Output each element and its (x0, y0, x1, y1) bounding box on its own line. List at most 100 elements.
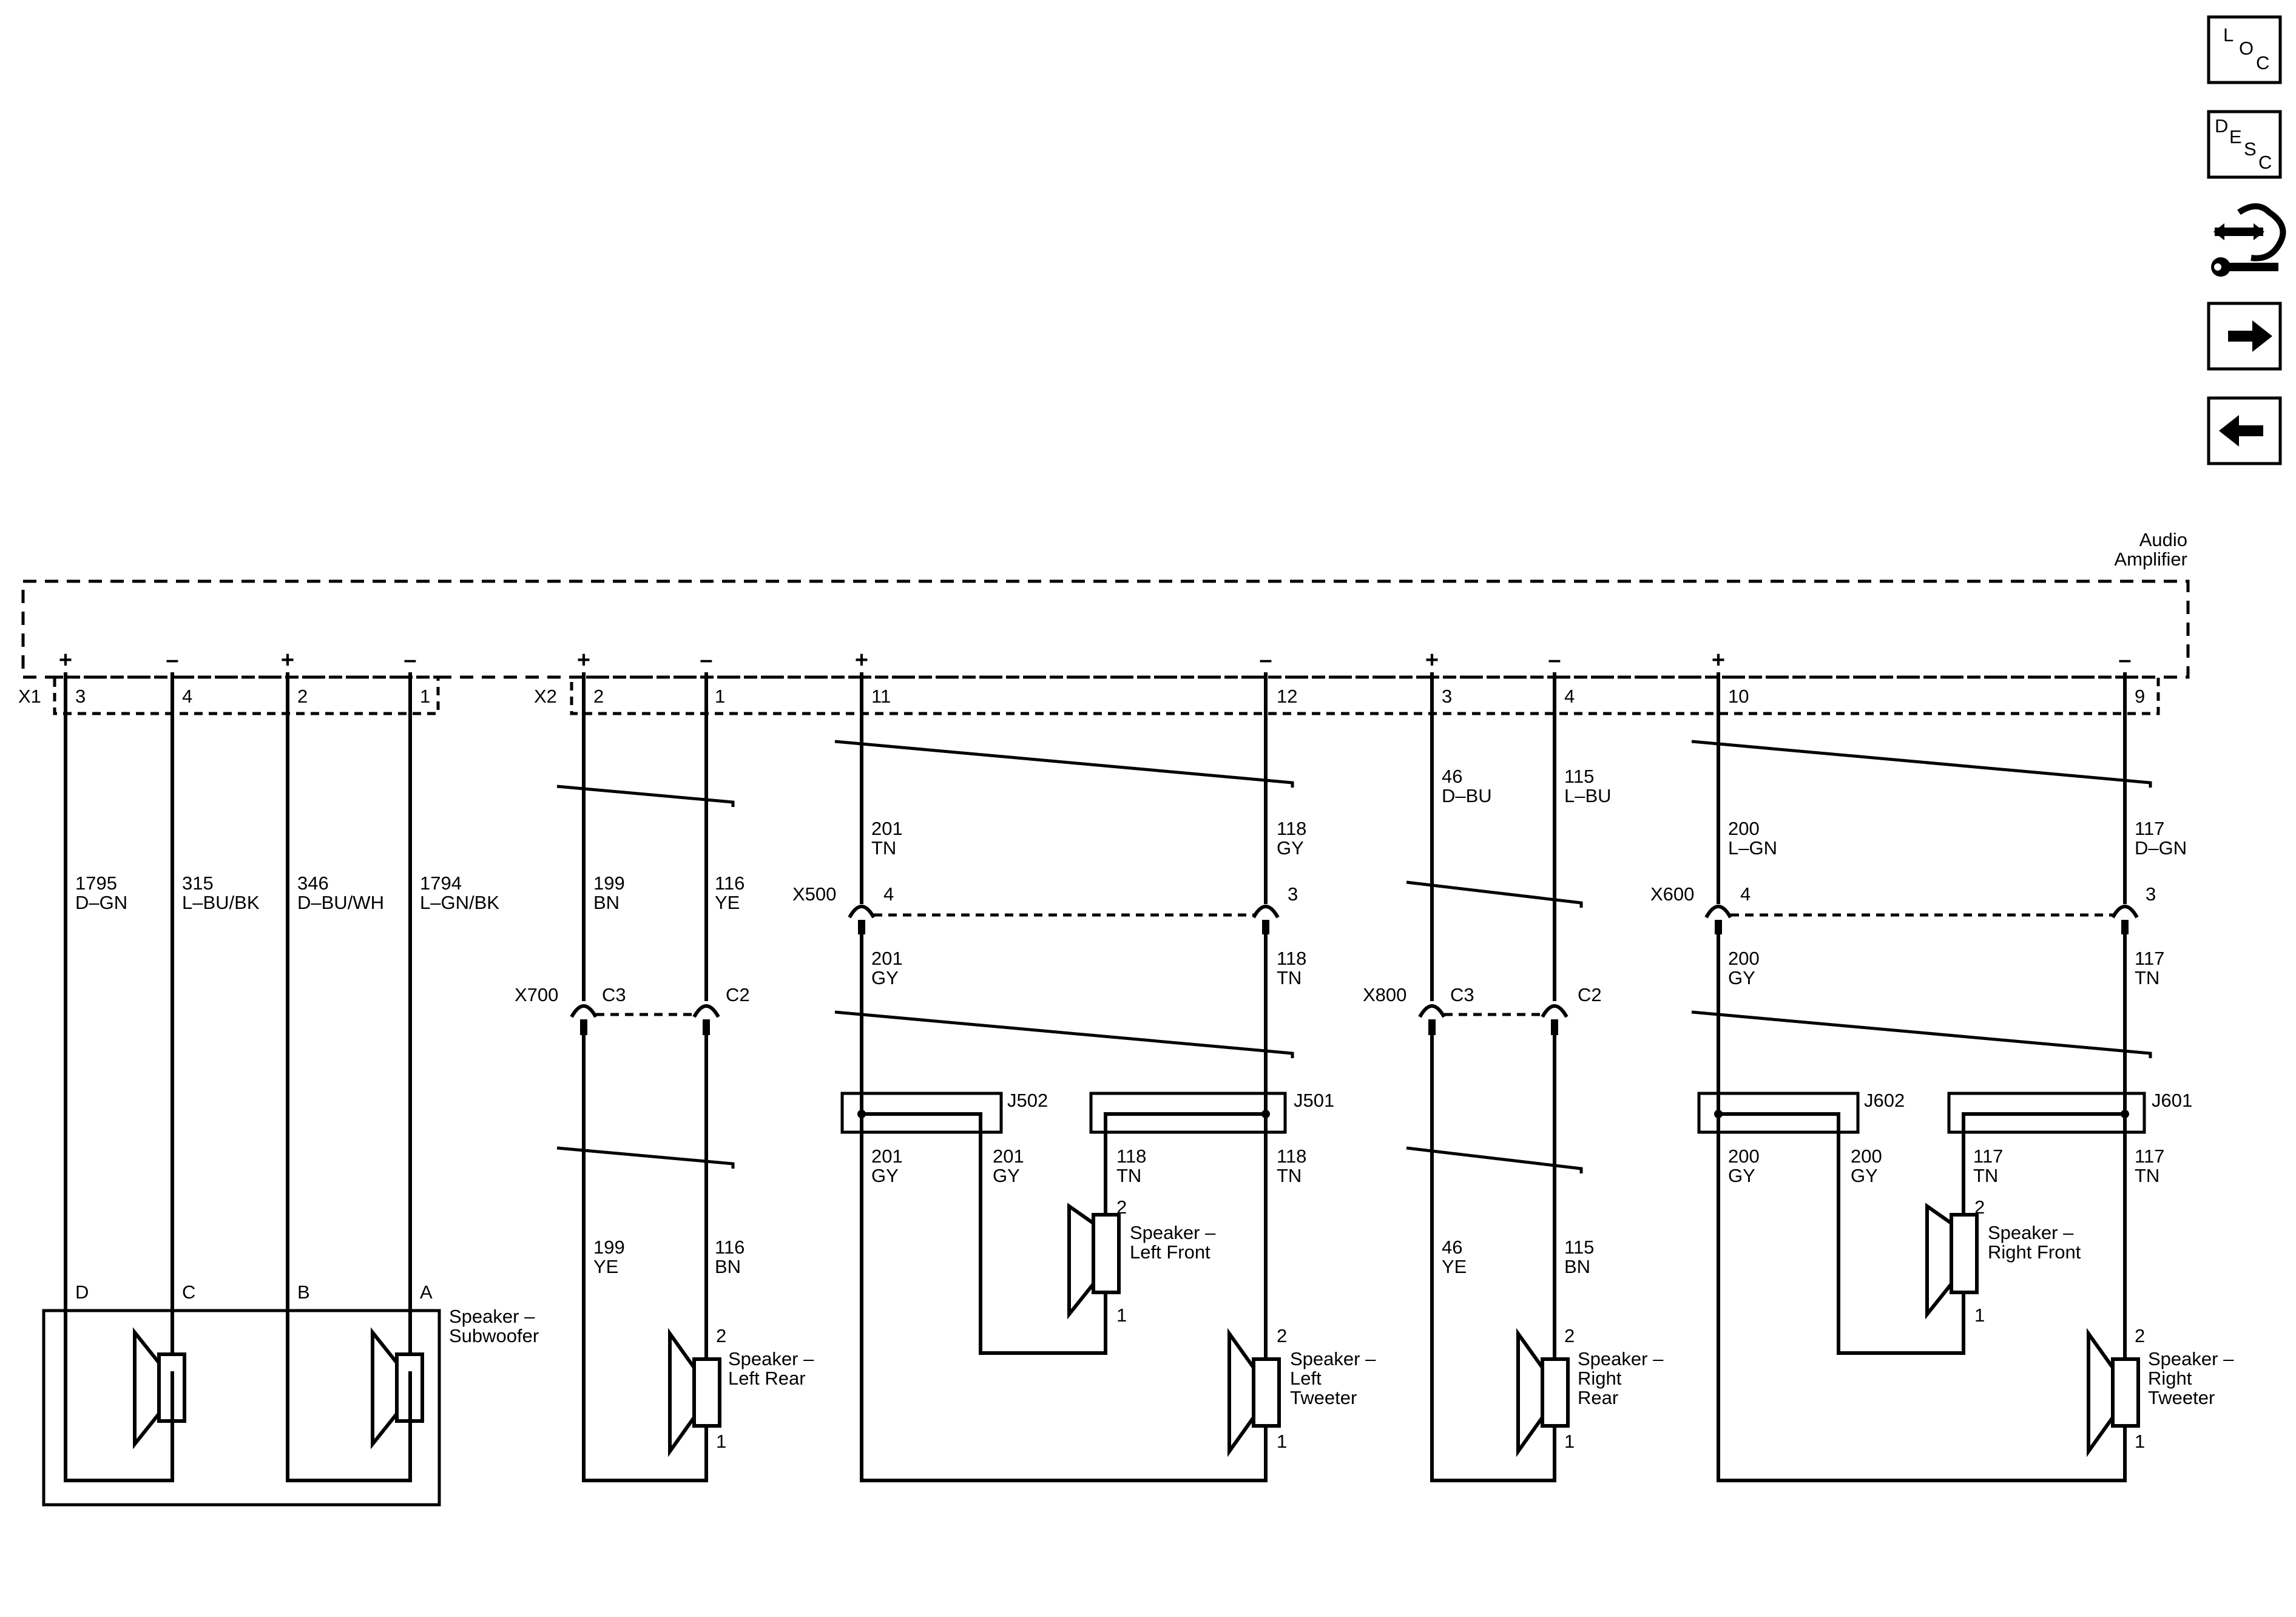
speaker-left-front-label: Speaker – (1130, 1222, 1216, 1243)
svg-text:116: 116 (715, 873, 745, 894)
pin-d: D (75, 1281, 89, 1303)
speaker-left-rear-label: Speaker – (728, 1348, 814, 1369)
connector-repair-icon[interactable] (2211, 203, 2286, 277)
svg-text:117: 117 (2135, 948, 2164, 969)
svg-text:1794: 1794 (420, 873, 462, 894)
svg-text:TN: TN (2135, 1165, 2159, 1186)
svg-text:201: 201 (993, 1146, 1024, 1167)
splice-label: J601 (2152, 1090, 2192, 1111)
wire-label: 201 TN 118 GY 201 GY 118 TN 201 GY 201 G… (871, 818, 1306, 1186)
plus-sign: + (59, 647, 72, 673)
svg-text:D–BU: D–BU (1442, 785, 1492, 806)
left-rear-circuit: 199 BN 116 YE 199 YE 116 BN X700 C3 C2 2… (515, 672, 814, 1482)
pin-number: 2 (2135, 1325, 2145, 1346)
connector-label: C3 (602, 984, 626, 1005)
svg-text:TN: TN (1973, 1165, 1998, 1186)
speaker-subwoofer-label: Subwoofer (449, 1325, 539, 1346)
wire-label: 200 L–GN 117 D–GN 200 GY 117 TN 200 GY 2… (1728, 818, 2187, 1186)
speaker-right-tweeter-label: Right (2148, 1368, 2192, 1389)
svg-text:201: 201 (871, 818, 903, 839)
connector-label: X500 (792, 883, 836, 905)
minus-sign: – (403, 647, 416, 673)
connector-label: C2 (726, 984, 750, 1005)
pin-number: 10 (1728, 686, 1749, 707)
svg-text:TN: TN (1277, 967, 1302, 988)
minus-sign: – (700, 647, 712, 673)
polarity-signs: + – + – + – + – + – + – (59, 647, 2132, 673)
pin-number: 2 (1564, 1325, 1575, 1346)
splice-label: J602 (1864, 1090, 1905, 1111)
plus-sign: + (1425, 647, 1439, 673)
next-page-button[interactable] (2207, 302, 2282, 371)
speaker-icon (1067, 1203, 1121, 1320)
svg-text:200: 200 (1728, 1146, 1760, 1167)
minus-sign: – (166, 647, 178, 673)
pin-c: C (182, 1281, 195, 1303)
svg-text:118: 118 (1116, 1146, 1146, 1167)
speaker-right-tweeter-label: Speaker – (2148, 1348, 2234, 1369)
minus-sign: – (2118, 647, 2131, 673)
pin-number: 3 (1442, 686, 1452, 707)
desc-letter-s: S (2244, 138, 2257, 160)
plus-sign: + (577, 647, 590, 673)
svg-text:GY: GY (1728, 1165, 1755, 1186)
svg-text:118: 118 (1277, 1146, 1306, 1167)
svg-text:L–GN/BK: L–GN/BK (420, 892, 499, 913)
amplifier-name-line2: Amplifier (2114, 549, 2187, 570)
pin-number: 2 (716, 1325, 726, 1346)
svg-text:BN: BN (1564, 1256, 1590, 1277)
loc-button[interactable]: L O C (2207, 15, 2282, 84)
pin-number: 1 (1564, 1431, 1575, 1452)
svg-text:346: 346 (297, 873, 329, 894)
svg-text:GY: GY (871, 967, 899, 988)
svg-text:117: 117 (1973, 1146, 2003, 1167)
pin-a: A (420, 1281, 433, 1303)
pin-number: 4 (1740, 883, 1751, 905)
arrow-left-icon (2219, 415, 2239, 447)
svg-text:GY: GY (871, 1165, 899, 1186)
speaker-icon (1227, 1328, 1281, 1457)
connector-x700: X700 C3 C2 (515, 984, 750, 1035)
splice-j601: J601 (1947, 1090, 2192, 1134)
previous-page-button[interactable] (2207, 396, 2282, 465)
speaker-right-rear-label: Speaker – (1578, 1348, 1664, 1369)
svg-text:D–BU/WH: D–BU/WH (297, 892, 384, 913)
svg-text:L–BU/BK: L–BU/BK (182, 892, 260, 913)
connector-label: C3 (1450, 984, 1474, 1005)
pin-number: 1 (420, 686, 430, 707)
desc-button[interactable]: D E S C (2207, 110, 2282, 179)
svg-text:TN: TN (1116, 1165, 1141, 1186)
connector-x1-label: X1 (18, 686, 41, 707)
svg-text:200: 200 (1851, 1146, 1882, 1167)
svg-text:201: 201 (871, 948, 903, 969)
svg-text:D–GN: D–GN (75, 892, 127, 913)
pin-number: 1 (716, 1431, 726, 1452)
speaker-right-tweeter-label: Tweeter (2148, 1387, 2215, 1408)
svg-text:L–GN: L–GN (1728, 837, 1777, 859)
svg-text:D–GN: D–GN (2135, 837, 2187, 859)
speaker-left-tweeter-label: Left (1290, 1368, 1322, 1389)
speaker-left-tweeter-label: Tweeter (1290, 1387, 1357, 1408)
speaker-left-front-label: Left Front (1130, 1241, 1210, 1263)
pin-number: 11 (871, 686, 891, 707)
svg-text:TN: TN (871, 837, 896, 859)
svg-text:L–BU: L–BU (1564, 785, 1612, 806)
pin-number: 2 (1277, 1325, 1287, 1346)
pin-number: 9 (2135, 686, 2145, 707)
speaker-icon (133, 1327, 186, 1450)
speaker-left-rear-label: Left Rear (728, 1368, 806, 1389)
audio-amplifier-module: Audio Amplifier X1 X2 (18, 529, 2190, 715)
svg-text:GY: GY (993, 1165, 1020, 1186)
speaker-icon (668, 1328, 721, 1457)
pin-number: 3 (2146, 883, 2156, 905)
left-front-circuit: 201 TN 118 GY 201 GY 118 TN 201 GY 201 G… (792, 672, 1376, 1482)
pin-number: 1 (1974, 1305, 1985, 1326)
svg-text:GY: GY (1277, 837, 1304, 859)
connector-label: X600 (1650, 883, 1694, 905)
pin-number: 1 (2135, 1431, 2145, 1452)
svg-text:315: 315 (182, 873, 214, 894)
svg-text:199: 199 (593, 873, 625, 894)
speaker-left-tweeter-label: Speaker – (1290, 1348, 1376, 1369)
speaker-icon (2087, 1328, 2140, 1457)
